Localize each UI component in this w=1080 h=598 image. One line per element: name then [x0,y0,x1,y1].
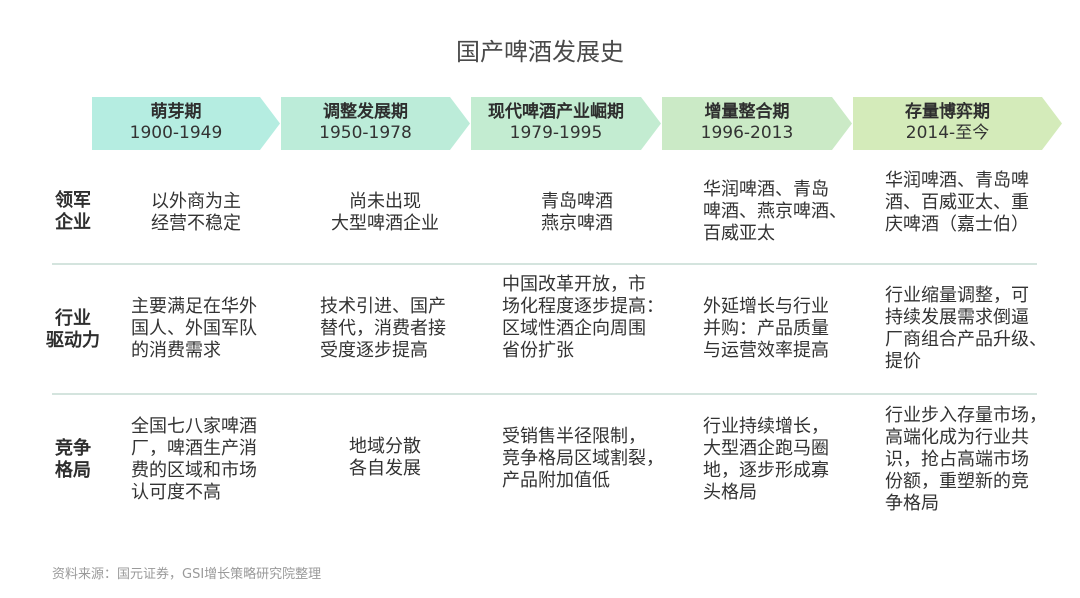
industry-drivers-stage4: 外延增长与行业 并购：产品质量 与运营效率提高 [703,296,829,361]
stage-arrow-adjustment: 调整发展期 1950-1978 [281,97,470,150]
industry-drivers-stage5: 行业缩量调整，可 持续发展需求倒逼 厂商组合产品升级、 提价 [885,285,1047,372]
competitive-landscape-stage2: 地域分散 各自发展 [349,436,421,479]
industry-drivers-stage3: 中国改革开放，市 场化程度逐步提高： 区域性酒企向周围 省份扩张 [502,274,664,361]
source-note: 资料来源：国元证券，GSI增长策略研究院整理 [52,567,322,582]
stage-arrow-germination: 萌芽期 1900-1949 [92,97,280,150]
leading-firms-stage2: 尚未出现 大型啤酒企业 [331,191,439,234]
stage-period: 1900-1949 [129,123,223,143]
stage-period: 1996-2013 [700,123,794,143]
competitive-landscape-stage4: 行业持续增长， 大型酒企跑马圈 地，逐步形成寡 头格局 [703,416,829,503]
stage-name: 萌芽期 [150,102,202,122]
competitive-landscape-stage3: 受销售半径限制， 竞争格局区域割裂， 产品附加值低 [502,426,664,491]
leading-firms-stage1: 以外商为主 经营不稳定 [151,191,241,234]
row-label-industry-drivers: 行业 驱动力 [46,308,100,351]
stage-name: 存量博弈期 [905,102,990,122]
stage-name: 调整发展期 [323,102,408,122]
stage-name: 增量整合期 [704,102,790,122]
stage-name: 现代啤酒产业崛期 [488,102,624,122]
competitive-landscape-stage5: 行业步入存量市场， 高端化成为行业共 识，抢占高端市场 份额，重塑新的竞 争格局 [885,405,1047,514]
row-label-leading-firms: 领军 企业 [55,190,91,233]
stage-period: 1979-1995 [509,123,603,143]
stage-period: 1950-1978 [319,123,412,143]
leading-firms-stage5: 华润啤酒、青岛啤 酒、百威亚太、重 庆啤酒（嘉士伯） [885,170,1029,235]
stage-arrow-incremental-consolidation: 增量整合期 1996-2013 [662,97,852,150]
leading-firms-stage3: 青岛啤酒 燕京啤酒 [541,191,613,234]
page-title: 国产啤酒发展史 [456,38,624,66]
stage-arrow-stock-competition: 存量博弈期 2014-至今 [853,97,1062,150]
stage-arrow-modern-rise: 现代啤酒产业崛期 1979-1995 [471,97,661,150]
industry-drivers-stage1: 主要满足在华外 国人、外国军队 的消费需求 [131,296,257,361]
row-divider [52,263,1037,265]
row-label-competitive-landscape: 竞争 格局 [55,438,91,481]
competitive-landscape-stage1: 全国七八家啤酒 厂，啤酒生产消 费的区域和市场 认可度不高 [131,416,257,503]
row-divider [52,393,1037,395]
industry-drivers-stage2: 技术引进、国产 替代，消费者接 受度逐步提高 [320,296,446,361]
leading-firms-stage4: 华润啤酒、青岛 啤酒、燕京啤酒、 百威亚太 [703,179,847,244]
stage-period: 2014-至今 [905,123,990,143]
